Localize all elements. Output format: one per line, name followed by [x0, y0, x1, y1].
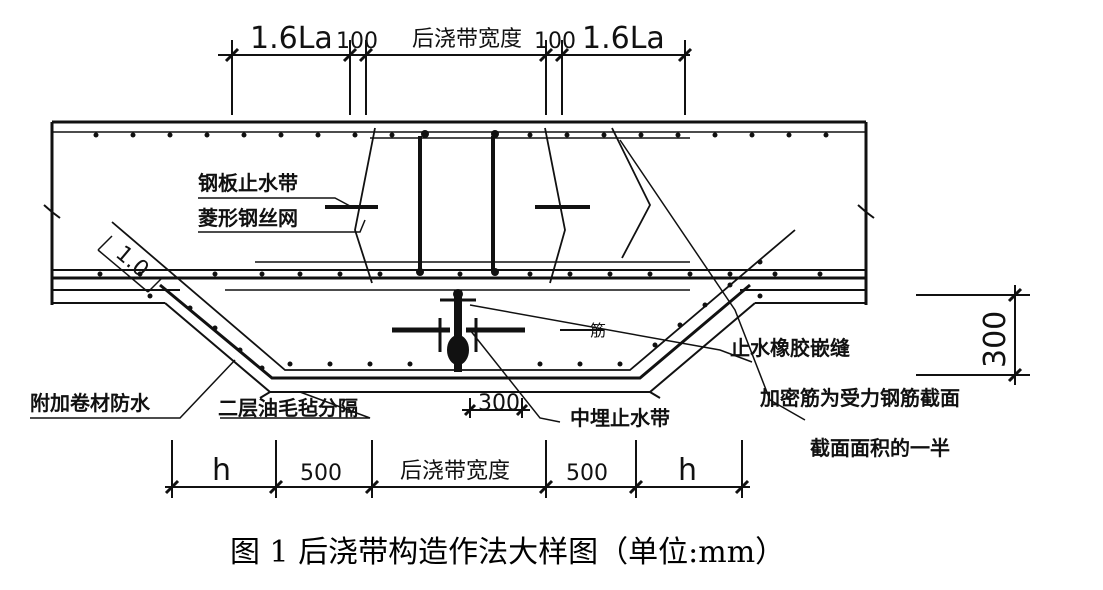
added-rebar-label-line2: 截面面积的一半 — [810, 436, 950, 460]
depth-300-dimension — [916, 285, 1030, 385]
waterproof-membrane-label: 附加卷材防水 — [30, 391, 151, 415]
bottom-dimension-chain — [164, 440, 750, 498]
top-right-gap-label: 100 — [534, 29, 576, 54]
inner-300-dimension — [462, 398, 530, 418]
top-width-label: 后浇带宽度 — [412, 27, 522, 52]
top-left-lap-label: 1.6La — [250, 21, 333, 56]
bottom-left-500-label: 500 — [300, 461, 342, 486]
bottom-rebar-dots — [97, 268, 823, 299]
bottom-left-h-label: h — [212, 453, 231, 488]
embedded-waterstop — [392, 290, 525, 372]
strip-vertical-rebars — [418, 136, 495, 272]
added-rebar-label-line1: 加密筋为受力钢筋截面 — [759, 386, 960, 410]
slope-dimension — [97, 235, 163, 293]
trough-rebar-dots — [187, 259, 763, 371]
mesh-boundaries — [354, 127, 652, 284]
bottom-width-label: 后浇带宽度 — [400, 459, 510, 484]
mesh-label: 菱形钢丝网 — [198, 206, 298, 230]
slope-label: 1.0 — [110, 241, 153, 283]
depth-300-label: 300 — [978, 311, 1013, 368]
top-rebar-dots — [93, 130, 829, 138]
steel-plate-waterstop-label: 钢板止水带 — [198, 171, 298, 195]
rubber-strip-label: 止水橡胶嵌缝 — [730, 336, 850, 360]
top-dimension-chain — [218, 40, 693, 115]
top-left-gap-label: 100 — [336, 29, 378, 54]
embedded-waterstop-label: 中埋止水带 — [570, 406, 670, 430]
figure-caption: 图 1 后浇带构造作法大样图（单位:mm） — [230, 535, 785, 570]
felt-separation-label: 二层油毛毡分隔 — [218, 396, 358, 420]
inner-300-label: 300 — [478, 391, 520, 416]
top-right-lap-label: 1.6La — [582, 21, 665, 56]
bottom-right-500-label: 500 — [566, 461, 608, 486]
slab-outline — [43, 120, 875, 305]
rebar-mark-label: 筋 — [590, 321, 606, 340]
center-bar-dot — [453, 289, 463, 299]
leader-lines — [30, 139, 806, 423]
bottom-right-h-label: h — [678, 453, 697, 488]
